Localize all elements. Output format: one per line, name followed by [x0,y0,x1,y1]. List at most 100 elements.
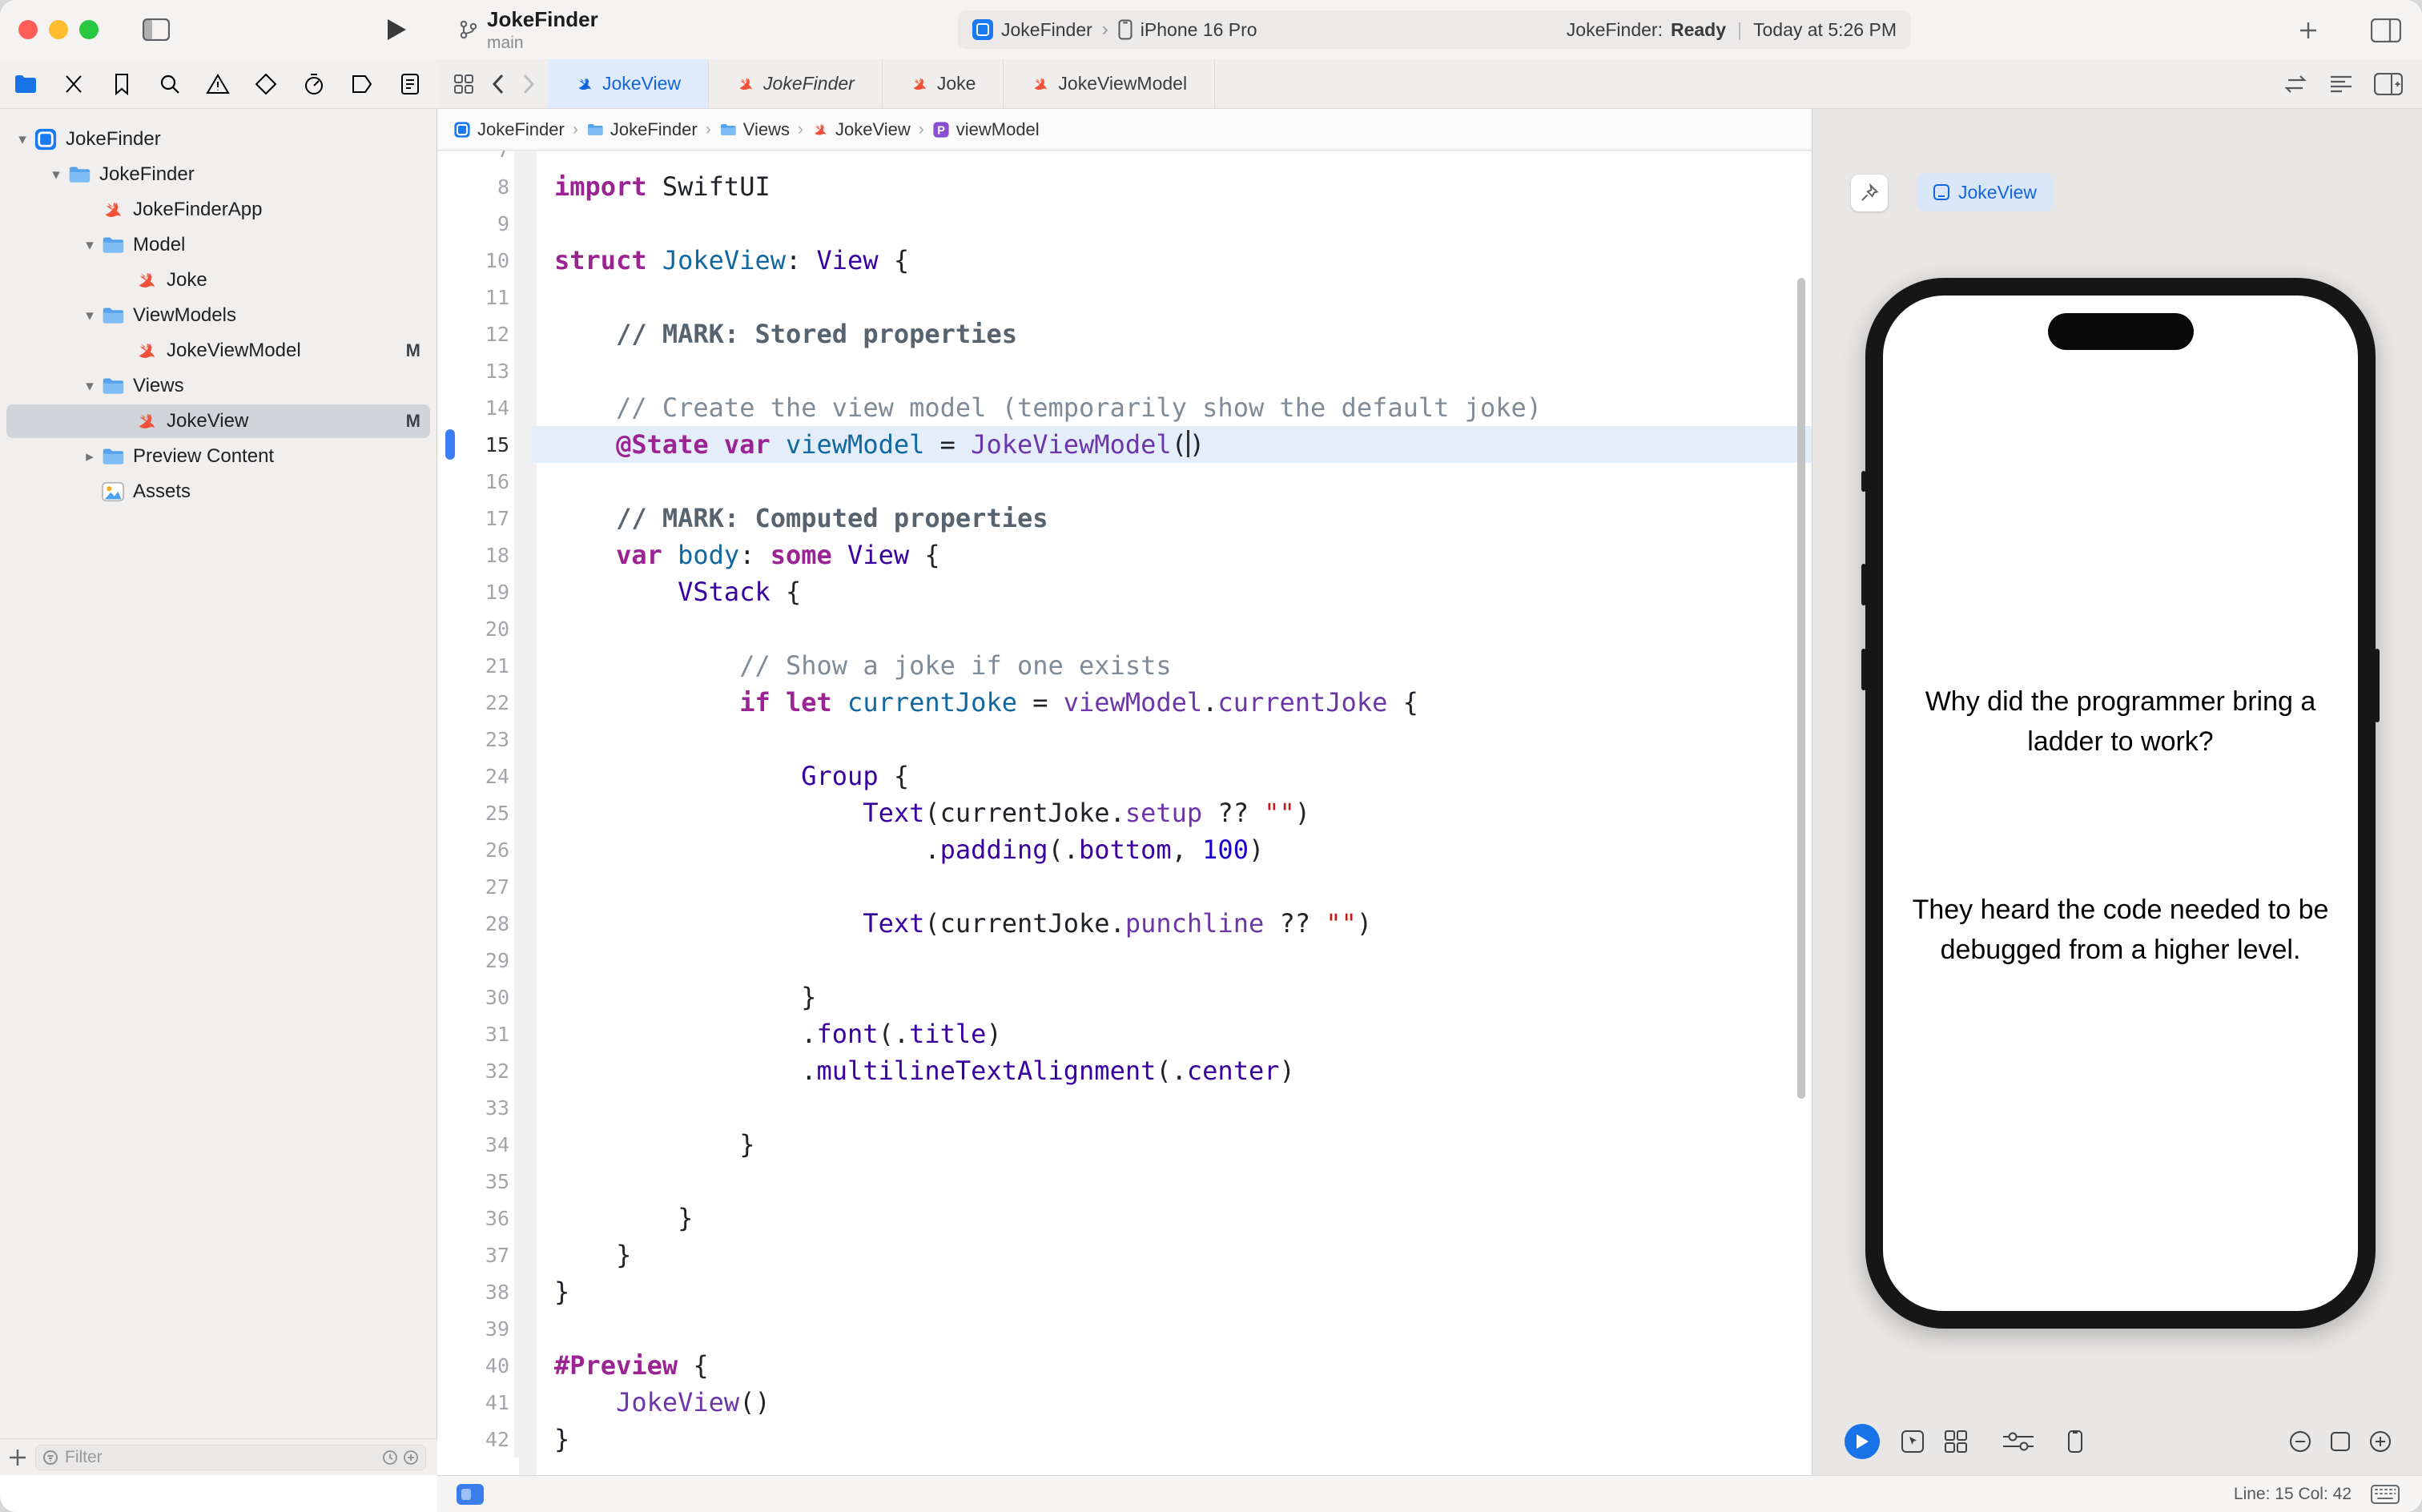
code-line-34[interactable]: 34 } [437,1126,1812,1163]
editor-bottom-blue-icon[interactable] [457,1484,484,1505]
disclosure-triangle-icon[interactable]: ▾ [45,166,67,184]
close-window-button[interactable] [18,20,38,39]
line-number[interactable]: 8 [437,175,514,199]
line-number[interactable]: 19 [437,581,514,604]
sidebar-item-jokefinder-1[interactable]: ▾JokeFinder [0,157,437,192]
code-text[interactable] [532,352,1812,389]
line-number[interactable]: 25 [437,802,514,825]
code-editor[interactable]: 78import SwiftUI910struct JokeView: View… [437,151,1812,1475]
line-number[interactable]: 16 [437,470,514,493]
code-text[interactable] [532,721,1812,758]
run-button[interactable] [383,16,410,43]
breakpoint-navigator-icon[interactable] [349,71,375,97]
code-line-12[interactable]: 12 // MARK: Stored properties [437,316,1812,352]
breadcrumb-item-views[interactable]: Views [719,119,790,140]
live-preview-play-button[interactable] [1845,1424,1880,1459]
tab-jokeview[interactable]: JokeView [548,59,709,108]
line-number[interactable]: 10 [437,249,514,272]
code-line-19[interactable]: 19 VStack { [437,573,1812,610]
code-line-24[interactable]: 24 Group { [437,758,1812,794]
report-navigator-icon[interactable] [397,71,423,97]
editor-layout-icon[interactable] [2369,17,2403,44]
code-text[interactable]: } [532,1273,1812,1310]
zoom-in-button[interactable] [2368,1429,2393,1454]
line-number[interactable]: 30 [437,986,514,1009]
tab-jokeviewmodel[interactable]: JokeViewModel [1004,59,1215,108]
variants-mode-icon[interactable] [1944,1430,1968,1454]
activity-scheme-pill[interactable]: JokeFinder › iPhone 16 Pro JokeFinder: R… [958,10,1911,49]
code-text[interactable]: struct JokeView: View { [532,242,1812,279]
code-line-39[interactable]: 39 [437,1310,1812,1347]
line-number[interactable]: 27 [437,875,514,899]
code-text[interactable]: } [532,1237,1812,1273]
line-number[interactable]: 21 [437,654,514,678]
line-number[interactable]: 34 [437,1133,514,1156]
code-line-23[interactable]: 23 [437,721,1812,758]
sidebar-item-jokeviewmodel-6[interactable]: JokeViewModelM [0,333,437,368]
minimap-list-icon[interactable] [2329,74,2353,94]
line-number[interactable]: 11 [437,286,514,309]
code-text[interactable] [532,868,1812,905]
code-line-26[interactable]: 26 .padding(.bottom, 100) [437,831,1812,868]
line-number[interactable]: 7 [437,151,514,162]
sidebar-item-model-3[interactable]: ▾Model [0,227,437,263]
line-number[interactable]: 13 [437,360,514,383]
code-line-21[interactable]: 21 // Show a joke if one exists [437,647,1812,684]
code-text[interactable]: @State var viewModel = JokeViewModel() [532,426,1812,463]
sidebar-item-jokefinderapp-2[interactable]: JokeFinderApp [0,192,437,227]
go-forward-icon[interactable] [522,74,535,94]
line-number[interactable]: 17 [437,507,514,530]
disclosure-triangle-icon[interactable]: ▾ [78,307,101,325]
jump-bar[interactable]: JokeFinder›JokeFinder›Views›JokeView›Pvi… [437,109,1812,151]
code-text[interactable]: // MARK: Stored properties [532,316,1812,352]
line-number[interactable]: 35 [437,1170,514,1193]
find-navigator-icon[interactable] [157,71,183,97]
code-text[interactable]: .multilineTextAlignment(.center) [532,1052,1812,1089]
code-text[interactable] [532,610,1812,647]
filter-field[interactable] [35,1445,426,1470]
recent-files-clock-icon[interactable] [382,1450,398,1466]
line-number[interactable]: 24 [437,765,514,788]
breadcrumb-item-jokeview[interactable]: JokeView [811,119,911,140]
code-text[interactable]: // MARK: Computed properties [532,500,1812,537]
sidebar-item-viewmodels-5[interactable]: ▾ViewModels [0,298,437,333]
zoom-to-fit-button[interactable] [2329,1430,2352,1453]
code-line-18[interactable]: 18 var body: some View { [437,537,1812,573]
code-line-40[interactable]: 40#Preview { [437,1347,1812,1384]
code-line-17[interactable]: 17 // MARK: Computed properties [437,500,1812,537]
line-number[interactable]: 32 [437,1060,514,1083]
code-text[interactable]: Text(currentJoke.punchline ?? "") [532,905,1812,942]
minimize-window-button[interactable] [49,20,68,39]
code-text[interactable]: if let currentJoke = viewModel.currentJo… [532,684,1812,721]
code-text[interactable]: JokeView() [532,1384,1812,1421]
code-text[interactable] [532,205,1812,242]
zoom-out-button[interactable] [2287,1429,2313,1454]
sidebar-item-jokefinder-0[interactable]: ▾JokeFinder [0,122,437,157]
code-line-10[interactable]: 10 struct JokeView: View { [437,242,1812,279]
code-line-29[interactable]: 29 [437,942,1812,979]
code-text[interactable]: } [532,1421,1812,1458]
counterpart-arrows-icon[interactable] [2283,74,2308,94]
preview-target-chip[interactable]: JokeView [1917,173,2053,211]
disclosure-triangle-icon[interactable]: ▾ [78,377,101,396]
code-text[interactable]: import SwiftUI [532,168,1812,205]
code-text[interactable]: .font(.title) [532,1015,1812,1052]
preview-screen[interactable]: Why did the programmer bring a ladder to… [1883,296,2358,1311]
sidebar-item-assets-10[interactable]: Assets [0,474,437,509]
code-line-30[interactable]: 30 } [437,979,1812,1015]
filter-input[interactable] [63,1447,377,1468]
code-line-15[interactable]: 15 @State var viewModel = JokeViewModel(… [437,426,1812,463]
sidebar-item-joke-4[interactable]: Joke [0,263,437,298]
code-line-16[interactable]: 16 [437,463,1812,500]
tab-joke[interactable]: Joke [883,59,1004,108]
line-number[interactable]: 38 [437,1281,514,1304]
editor-scrollbar[interactable] [1797,278,1805,1099]
code-text[interactable]: Group { [532,758,1812,794]
code-line-35[interactable]: 35 [437,1163,1812,1200]
line-number[interactable]: 42 [437,1428,514,1451]
zoom-window-button[interactable] [79,20,99,39]
code-text[interactable]: } [532,1200,1812,1237]
code-line-33[interactable]: 33 [437,1089,1812,1126]
code-text[interactable]: VStack { [532,573,1812,610]
preview-device-icon[interactable] [2067,1430,2083,1454]
